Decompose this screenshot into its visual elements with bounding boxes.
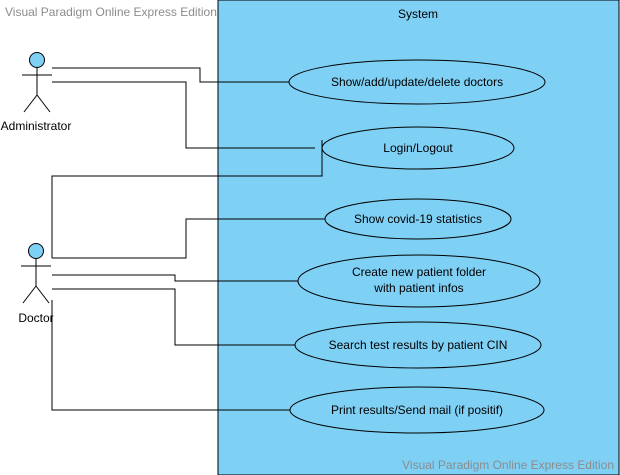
use-case-covid-stats-label: Show covid-19 statistics: [354, 212, 482, 226]
actor-administrator[interactable]: [22, 52, 52, 113]
assoc-doctor-login[interactable]: [51, 140, 323, 258]
assoc-admin-login[interactable]: [52, 81, 315, 149]
system-title: System: [398, 7, 438, 21]
use-case-print-results-label: Print results/Send mail (if positif): [331, 403, 503, 417]
assoc-admin-manage-doctors[interactable]: [52, 67, 290, 83]
actor-administrator-label: Administrator: [1, 119, 72, 133]
use-case-search-results[interactable]: Search test results by patient CIN: [294, 321, 542, 369]
use-case-create-folder[interactable]: Create new patient folder with patient i…: [297, 254, 541, 308]
use-case-manage-doctors-label: Show/add/update/delete doctors: [331, 75, 503, 89]
use-case-covid-stats[interactable]: Show covid-19 statistics: [324, 198, 512, 240]
use-case-create-folder-label-1: Create new patient folder: [352, 265, 486, 279]
associations: [51, 67, 325, 411]
assoc-doctor-print-results[interactable]: [51, 300, 290, 411]
actor-doctor[interactable]: [21, 243, 51, 304]
actor-doctor-label: Doctor: [18, 311, 53, 325]
use-case-manage-doctors[interactable]: Show/add/update/delete doctors: [288, 59, 546, 105]
actor-administrator-head-icon: [29, 52, 45, 68]
use-case-print-results[interactable]: Print results/Send mail (if positif): [289, 386, 545, 434]
watermark-top: Visual Paradigm Online Express Edition: [5, 5, 217, 19]
assoc-doctor-create-folder[interactable]: [52, 274, 298, 282]
actor-doctor-head-icon: [28, 243, 44, 259]
use-case-create-folder-label-2: with patient infos: [373, 281, 463, 295]
assoc-doctor-search-results[interactable]: [52, 288, 295, 346]
use-case-search-results-label: Search test results by patient CIN: [329, 338, 508, 352]
assoc-doctor-covid-stats[interactable]: [52, 218, 325, 259]
use-case-login-label: Login/Logout: [383, 141, 453, 155]
watermark-bottom: Visual Paradigm Online Express Edition: [402, 458, 614, 472]
use-case-login[interactable]: Login/Logout: [321, 126, 515, 170]
